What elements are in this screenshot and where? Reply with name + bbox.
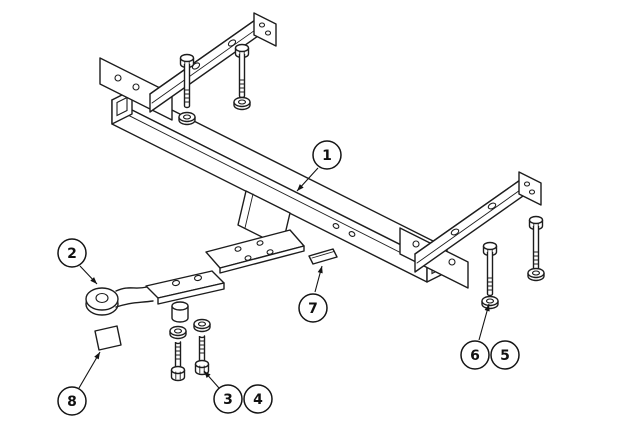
left-arm-washer-a [178, 111, 196, 126]
callout-1: 1 [312, 140, 342, 170]
callout-4-label: 4 [253, 392, 263, 408]
left-arm-bolt-b [234, 43, 250, 99]
callout-5-label: 5 [500, 348, 510, 364]
right-side-arm [414, 171, 542, 273]
right-arm-washer-b [481, 295, 499, 310]
callout-2-label: 2 [67, 246, 77, 262]
tongue-washer-b [193, 318, 211, 333]
callout-4: 4 [243, 384, 273, 414]
tongue-washer-a [169, 325, 187, 340]
callout-3: 3 [213, 384, 243, 414]
callout-1-label: 1 [322, 148, 332, 164]
left-arm-washer-b [233, 96, 251, 111]
shim-plate [94, 325, 122, 351]
callout-2: 2 [57, 238, 87, 268]
callout-8-label: 8 [67, 394, 77, 410]
callout-7-label: 7 [308, 301, 318, 317]
callout-8: 8 [57, 386, 87, 416]
left-side-arm [149, 12, 277, 113]
callout-7: 7 [298, 293, 328, 323]
center-hitch-bracket [205, 190, 305, 274]
right-arm-bolt-a [528, 215, 544, 271]
callout-3-label: 3 [223, 392, 233, 408]
right-arm-washer-a [527, 267, 545, 282]
tongue-bolt-b [194, 335, 210, 376]
tongue-bolt-a [170, 341, 186, 382]
callout-6: 6 [460, 340, 490, 370]
right-arm-bolt-b [482, 241, 498, 297]
tongue-assembly [85, 270, 225, 323]
callout-5: 5 [490, 340, 520, 370]
leader-lines [78, 167, 490, 389]
callout-6-label: 6 [470, 348, 480, 364]
hitch-clip [308, 248, 338, 265]
